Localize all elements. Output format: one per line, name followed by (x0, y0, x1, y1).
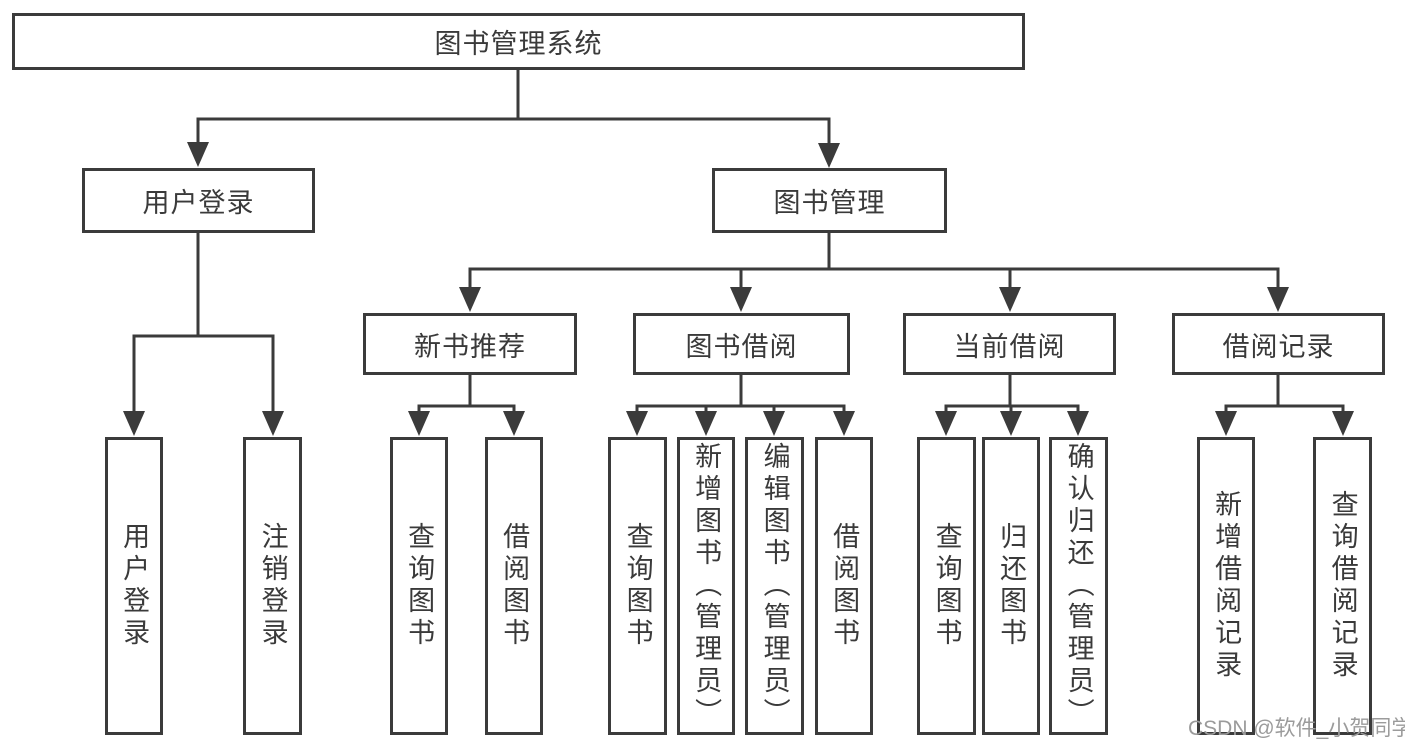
leaf-borrowing-query-books: 查询图书 (608, 437, 667, 735)
leaf-label: 确认归还（管理员） (1063, 442, 1094, 730)
leaf-current-return-books: 归还图书 (982, 437, 1040, 735)
arrow-down-icon (626, 411, 648, 436)
arrow-down-icon (123, 411, 145, 436)
connector-book-borrow-group (635, 375, 846, 432)
leaf-label: 借阅图书 (829, 522, 860, 650)
leaf-label: 查询图书 (622, 522, 653, 650)
node-label: 新书推荐 (414, 331, 526, 362)
leaf-records-query-record: 查询借阅记录 (1313, 437, 1372, 735)
arrow-down-icon (1215, 411, 1237, 436)
node-book-management: 图书管理 (712, 168, 947, 233)
leaf-label: 借阅图书 (499, 522, 530, 650)
leaf-label: 查询图书 (404, 522, 435, 650)
connector-book-management (468, 233, 1280, 308)
leaf-logout: 注销登录 (243, 437, 302, 735)
arrow-down-icon (1267, 287, 1289, 312)
node-user-login: 用户登录 (82, 168, 315, 233)
leaf-label: 新增借阅记录 (1211, 490, 1242, 682)
arrow-down-icon (408, 411, 430, 436)
arrow-down-icon (818, 143, 840, 168)
arrow-down-icon (695, 411, 717, 436)
node-book-borrowing: 图书借阅 (633, 313, 850, 375)
leaf-label: 查询图书 (931, 522, 962, 650)
leaf-records-add-record: 新增借阅记录 (1197, 437, 1255, 735)
node-current-borrowing: 当前借阅 (903, 313, 1116, 375)
arrow-down-icon (999, 287, 1021, 312)
node-label: 用户登录 (142, 188, 255, 218)
arrow-down-icon (730, 287, 752, 312)
leaf-user-login: 用户登录 (105, 437, 163, 735)
leaf-current-query-books: 查询图书 (917, 437, 976, 735)
connector-root (196, 70, 831, 164)
arrow-down-icon (1067, 411, 1089, 436)
node-borrow-records: 借阅记录 (1172, 313, 1385, 375)
arrow-down-icon (833, 411, 855, 436)
leaf-label: 编辑图书（管理员） (759, 442, 790, 730)
leaf-newbooks-query-books: 查询图书 (390, 437, 448, 735)
node-label: 图书管理 (773, 188, 886, 218)
node-label: 图书管理系统 (434, 29, 603, 59)
leaf-label: 注销登录 (257, 522, 288, 650)
arrow-down-icon (1332, 411, 1354, 436)
node-new-book-recommend: 新书推荐 (363, 313, 577, 375)
node-label: 借阅记录 (1222, 331, 1335, 362)
leaf-borrowing-edit-books-admin: 编辑图书（管理员） (745, 437, 804, 735)
connector-new-books-group (417, 375, 516, 432)
leaf-label: 归还图书 (996, 522, 1027, 650)
arrow-down-icon (262, 411, 284, 436)
leaf-label: 查询借阅记录 (1327, 490, 1358, 682)
leaf-label: 用户登录 (119, 522, 150, 650)
node-library-management-system: 图书管理系统 (12, 13, 1025, 70)
connector-user-login-group (132, 232, 275, 432)
leaf-current-confirm-return-admin: 确认归还（管理员） (1049, 437, 1108, 735)
node-label: 图书借阅 (685, 331, 798, 362)
leaf-borrowing-add-books-admin: 新增图书（管理员） (677, 437, 735, 735)
node-label: 当前借阅 (953, 331, 1066, 362)
arrow-down-icon (763, 411, 785, 436)
connector-borrow-records-group (1224, 375, 1345, 432)
arrow-down-icon (1000, 411, 1022, 436)
leaf-borrowing-borrow-books: 借阅图书 (815, 437, 873, 735)
arrow-down-icon (187, 142, 209, 167)
arrow-down-icon (459, 287, 481, 312)
watermark: CSDN @软件_小贺同学 (1188, 717, 1405, 740)
arrow-down-icon (935, 411, 957, 436)
arrowheads (123, 142, 1354, 436)
leaf-label: 新增图书（管理员） (691, 442, 722, 730)
leaf-newbooks-borrow-books: 借阅图书 (485, 437, 543, 735)
arrow-down-icon (503, 411, 525, 436)
